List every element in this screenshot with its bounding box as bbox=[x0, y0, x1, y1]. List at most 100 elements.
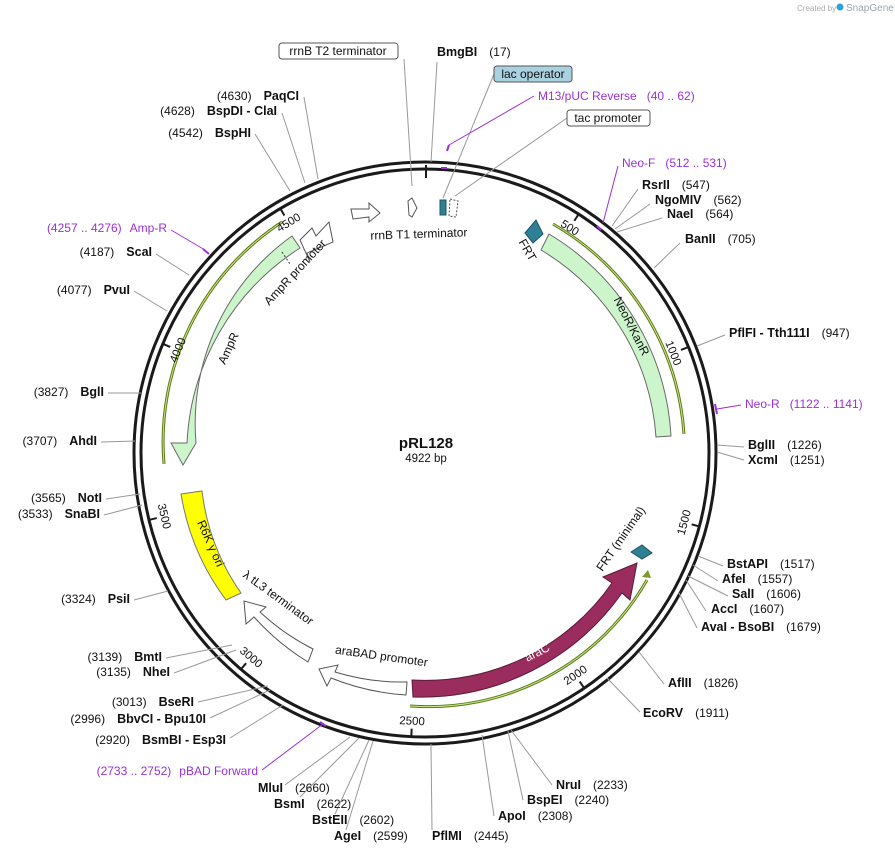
site-name: AflII bbox=[668, 676, 692, 690]
site-label[interactable]: AgeI(2599) bbox=[334, 829, 408, 843]
site-label[interactable]: AflII (1826) bbox=[668, 676, 738, 690]
site-label[interactable]: (4628)BspDI - ClaI bbox=[160, 104, 277, 118]
site-label[interactable]: BstAPI(1517) bbox=[727, 557, 815, 571]
site-label[interactable]: BstEII(2602) bbox=[312, 813, 394, 827]
site-label[interactable]: SalI(1606) bbox=[732, 587, 801, 601]
site-label[interactable]: AvaI - BsoBI(1679) bbox=[701, 620, 821, 634]
ampr-feature[interactable] bbox=[170, 235, 301, 467]
site-label[interactable]: RsrII(547) bbox=[642, 178, 710, 192]
site-leader bbox=[103, 504, 143, 516]
site-leader bbox=[173, 649, 237, 674]
primer-label[interactable]: Neo-F(512 .. 531) bbox=[622, 156, 727, 170]
rrnb-t1-feature[interactable] bbox=[350, 201, 381, 224]
site-label[interactable]: BmgBI(17) bbox=[437, 45, 511, 59]
primer-range: (2733 .. 2752) bbox=[97, 764, 172, 778]
ampr-label: AmpR bbox=[215, 330, 242, 366]
site-name: BmgBI bbox=[437, 45, 477, 59]
site-label[interactable]: (3533)SnaBI bbox=[18, 507, 100, 521]
site-label[interactable]: BanII(705) bbox=[685, 232, 756, 246]
tac-promoter-label[interactable]: tac promoter bbox=[574, 111, 641, 125]
lac-operator-leader bbox=[442, 73, 495, 199]
site-label[interactable]: BsmI(2622) bbox=[274, 797, 351, 811]
site-name: AhdI bbox=[69, 434, 97, 448]
site-position: (2660) bbox=[295, 781, 330, 795]
site-label[interactable]: NruI(2233) bbox=[556, 778, 628, 792]
site-position: (562) bbox=[714, 193, 742, 207]
site-position: (4542) bbox=[168, 126, 203, 140]
tick-mark bbox=[240, 662, 247, 670]
rrnb-t2-leader bbox=[403, 58, 413, 187]
site-label[interactable]: AfeI(1557) bbox=[722, 572, 792, 586]
site-position: (1826) bbox=[704, 676, 739, 690]
site-leader bbox=[507, 730, 524, 801]
site-label[interactable]: (4542)BspHI bbox=[168, 126, 251, 140]
rrnb-t2-feature[interactable] bbox=[407, 197, 418, 218]
site-label[interactable]: (4187)ScaI bbox=[80, 245, 152, 259]
site-label[interactable]: (4630)PaqCI bbox=[217, 89, 299, 103]
site-label[interactable]: BglII(1226) bbox=[748, 438, 822, 452]
site-label[interactable]: BspEI(2240) bbox=[527, 793, 609, 807]
tick-label: 1500 bbox=[676, 509, 694, 537]
primer-label[interactable]: (4257 .. 4276)Amp-R bbox=[47, 221, 167, 235]
site-label[interactable]: PflFI - Tth111I(947) bbox=[729, 326, 850, 340]
primer-label[interactable]: Neo-R(1122 .. 1141) bbox=[745, 397, 863, 411]
site-position: (3827) bbox=[34, 385, 69, 399]
frt-feature[interactable] bbox=[524, 219, 544, 244]
site-name: BspDI - ClaI bbox=[207, 104, 277, 118]
site-leader bbox=[133, 290, 168, 312]
primer-label[interactable]: M13/pUC Reverse(40 .. 62) bbox=[538, 89, 695, 103]
site-label[interactable]: (3013)BseRI bbox=[112, 695, 194, 709]
arac-feature[interactable] bbox=[411, 562, 638, 698]
site-leader bbox=[697, 555, 724, 567]
arac-highlight-inner bbox=[409, 579, 648, 708]
site-position: (547) bbox=[682, 178, 710, 192]
site-leader bbox=[281, 112, 306, 184]
site-label[interactable]: ApoI(2308) bbox=[498, 809, 572, 823]
primer-leader bbox=[602, 165, 619, 224]
lac-operator-feature[interactable] bbox=[439, 199, 447, 216]
site-label[interactable]: PflMI(2445) bbox=[432, 829, 509, 843]
site-label[interactable]: (2920)BsmBI - Esp3I bbox=[95, 733, 226, 747]
site-label[interactable]: (4077)PvuI bbox=[57, 283, 130, 297]
site-name: SalI bbox=[732, 587, 754, 601]
neor-kanr-feature[interactable] bbox=[540, 233, 672, 438]
r6k-ori-feature[interactable] bbox=[180, 490, 242, 601]
site-label[interactable]: (3324)PsiI bbox=[61, 592, 130, 606]
primer-label[interactable]: (2733 .. 2752)pBAD Forward bbox=[97, 764, 258, 778]
site-label[interactable]: (3707)AhdI bbox=[23, 434, 97, 448]
site-label[interactable]: XcmI(1251) bbox=[748, 453, 825, 467]
site-label[interactable]: AccI(1607) bbox=[711, 602, 784, 616]
site-label[interactable]: (3565)NotI bbox=[31, 491, 102, 505]
rrnb-t2-label[interactable]: rrnB T2 terminator bbox=[289, 44, 386, 58]
site-label[interactable]: (3827) BglI bbox=[34, 385, 104, 399]
site-label[interactable]: (3139)BmtI bbox=[88, 650, 162, 664]
tick-mark bbox=[162, 342, 171, 348]
tac-promoter-feature[interactable] bbox=[448, 198, 459, 218]
tl3-terminator-feature[interactable] bbox=[243, 600, 314, 663]
site-name: MluI bbox=[258, 781, 283, 795]
tick-label: 2500 bbox=[399, 715, 425, 728]
site-leader bbox=[481, 734, 495, 817]
site-position: (1679) bbox=[786, 620, 821, 634]
site-name: BglI bbox=[80, 385, 104, 399]
site-leader bbox=[616, 217, 663, 233]
site-position: (705) bbox=[728, 232, 756, 246]
site-label[interactable]: NaeI(564) bbox=[667, 207, 733, 221]
arabad-promoter-feature[interactable] bbox=[318, 664, 408, 696]
site-leader bbox=[430, 61, 438, 163]
lac-operator-label[interactable]: lac operator bbox=[501, 67, 564, 81]
site-leader bbox=[334, 739, 370, 815]
site-position: (3135) bbox=[96, 665, 131, 679]
ampr-promoter-feature[interactable] bbox=[299, 220, 334, 263]
primer-name: M13/pUC Reverse bbox=[538, 89, 637, 103]
site-leader bbox=[692, 564, 719, 582]
site-leader bbox=[299, 737, 360, 798]
created-by-text: Created by bbox=[797, 4, 836, 13]
site-label[interactable]: EcoRV(1911) bbox=[643, 706, 729, 720]
site-label[interactable]: (2996)BbvCI - Bpu10I bbox=[70, 712, 206, 726]
frt-minimal-feature[interactable] bbox=[630, 544, 653, 560]
tick-marks bbox=[148, 208, 700, 737]
site-label[interactable]: MluI (2660) bbox=[258, 781, 330, 795]
site-label[interactable]: NgoMIV(562) bbox=[655, 193, 742, 207]
site-label[interactable]: (3135)NheI bbox=[96, 665, 170, 679]
